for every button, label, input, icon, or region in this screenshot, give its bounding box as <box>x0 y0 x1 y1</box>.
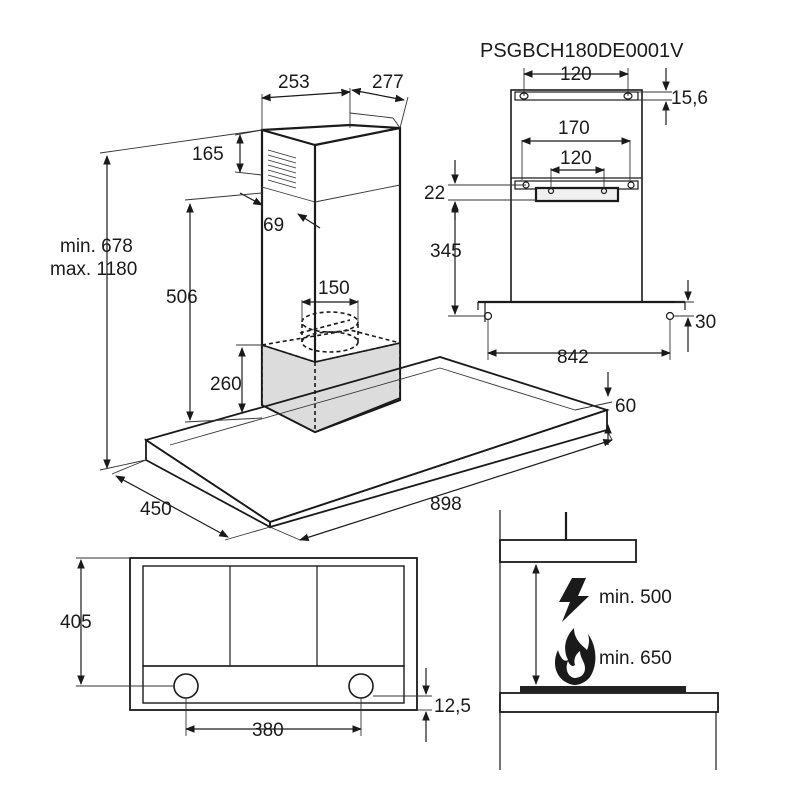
dim-label-150: 150 <box>318 278 350 299</box>
dim-label-253: 253 <box>278 72 310 93</box>
flame-icon <box>554 628 596 685</box>
dim-label-15-6: 15,6 <box>671 88 708 109</box>
dim-label-345: 345 <box>430 241 462 262</box>
dim-label-60: 60 <box>615 396 636 417</box>
dim-label-22: 22 <box>424 183 445 204</box>
vent-grille <box>267 149 297 189</box>
rear-view: 120 15,6 170 120 22 345 30 <box>424 64 716 368</box>
lightning-icon <box>559 578 589 622</box>
perspective-view: 253 277 165 69 min. 678 max. 1180 <box>50 72 636 542</box>
bottom-view: 405 380 12,5 <box>60 557 471 742</box>
dim-label-mid-120: 120 <box>560 148 592 169</box>
dim-label-30: 30 <box>695 312 716 333</box>
dim-label-405: 405 <box>60 612 92 633</box>
dim-motor-height: 260 <box>210 344 262 413</box>
dim-canopy-thickness: 60 <box>574 372 636 445</box>
dim-label-380: 380 <box>252 720 284 741</box>
dim-label-69: 69 <box>263 215 284 236</box>
top-bracket <box>514 91 639 101</box>
dim-label-min-height: min. 678 <box>60 236 133 257</box>
dim-vent-height: 165 <box>192 129 263 176</box>
dim-label-898: 898 <box>430 494 462 515</box>
label-min-650: min. 650 <box>599 648 672 669</box>
dim-chimney-width: 253 <box>261 72 351 130</box>
label-min-500: min. 500 <box>599 587 672 608</box>
dim-label-170: 170 <box>558 118 590 139</box>
dim-label-12-5: 12,5 <box>434 696 471 717</box>
dim-label-277: 277 <box>372 72 404 93</box>
rear-canopy <box>477 300 686 322</box>
dim-label-260: 260 <box>210 374 242 395</box>
mid-bracket <box>514 180 639 203</box>
dim-vent-offset: 69 <box>239 187 321 236</box>
dim-label-165: 165 <box>192 144 224 165</box>
dim-total-height: min. 678 max. 1180 <box>50 129 263 471</box>
dim-duct-diameter: 150 <box>301 278 359 322</box>
dim-label-450: 450 <box>140 499 172 520</box>
dim-chimney-depth: 277 <box>351 72 409 129</box>
dim-canopy-depth: 450 <box>111 459 271 541</box>
dim-label-top-120: 120 <box>560 64 592 85</box>
dim-canopy-to-bracket: 506 <box>166 192 263 423</box>
dim-canopy-width: 898 <box>269 429 613 542</box>
clearance-view: min. 500 min. 650 <box>499 510 719 770</box>
model-code: PSGBCH180DE0001V <box>480 40 684 62</box>
dim-label-max-height: max. 1180 <box>50 259 137 280</box>
dim-label-506: 506 <box>166 287 198 308</box>
dim-label-842: 842 <box>557 347 589 368</box>
motor-box <box>261 311 401 433</box>
